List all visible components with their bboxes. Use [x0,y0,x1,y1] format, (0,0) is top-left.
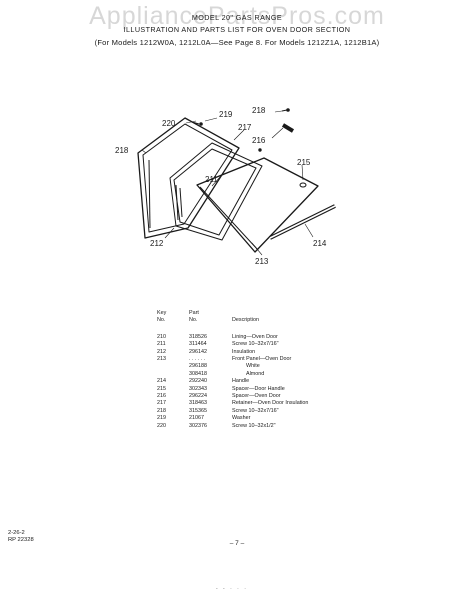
callout-labels: 220 219 218 217 218 216 211 215 212 214 … [115,106,327,266]
description-cell: White [246,363,260,370]
rp-code: RP 22328 [8,537,34,544]
description-cell: Retainer—Oven Door Insulation [232,400,309,407]
bottom-marks: - - · · · [216,586,248,592]
part-cell: 296188 [189,363,207,370]
spacer-part [281,123,295,133]
key-cell: 214 [157,378,166,385]
part-cell: 302343 [189,385,207,392]
description-cell: Insulation [232,348,256,355]
key-cell: 215 [157,385,166,392]
key-cell: 220 [157,422,166,429]
key-cell [157,371,189,378]
description-cell: Spacer—Door Handle [232,385,285,392]
part-cell: 318526 [189,333,207,340]
part-cell: 292240 [189,378,207,385]
callout-218-top: 218 [252,106,266,115]
screw-parts [191,108,290,152]
callout-219: 219 [219,110,233,119]
table-row: 214 292240 Handle [157,378,308,385]
description-cell: Screw 10–32x7/16" [232,341,279,348]
description-cell: Lining—Oven Door [232,333,278,340]
col-key-header: Key [157,310,167,316]
exploded-view-diagram: 220 219 218 217 218 216 211 215 212 214 … [115,106,336,266]
table-header-row-2: No. No. Description [157,317,308,324]
section-title: ILLUSTRATION AND PARTS LIST FOR OVEN DOO… [123,25,351,34]
callout-217: 217 [238,123,252,132]
part-cell: 311464 [189,341,207,348]
insulation-retainer-part [169,142,263,241]
parts-table: Key Part No. No. Description 210 318526 Li… [157,310,308,430]
date-code: 2-26-2 [8,530,25,536]
key-cell: 210 [157,333,166,340]
key-cell [157,363,189,370]
callout-213: 213 [255,257,269,266]
col-desc-header: Description [232,317,259,324]
table-row: 211 311464 Screw 10–32x7/16" [157,341,308,348]
description-cell: Washer [232,415,251,422]
leader-lines [141,110,314,256]
table-row: 213 . . . . . . Front Panel—Oven Door [157,356,308,363]
key-cell: 218 [157,407,166,414]
part-cell: 302376 [189,422,207,429]
callout-218: 218 [115,146,129,155]
table-row: 217 318463 Retainer—Oven Door Insulation [157,400,308,407]
callout-214: 214 [313,239,327,248]
key-cell: 219 [157,415,166,422]
table-row: 218 315365 Screw 10–32x7/16" [157,408,308,415]
handle-spacer-part [299,182,307,188]
col-part-header-2: No. [189,317,198,324]
document-codes: 2-26-2 RP 22328 [8,530,34,545]
watermark: AppliancePartsPros.com [89,2,385,30]
table-row: 215 302343 Spacer—Door Handle [157,386,308,393]
part-cell: 296224 [189,393,207,400]
col-key-header-2: No. [157,317,166,324]
page-number: – 7 – [229,540,245,547]
callout-220: 220 [162,119,176,128]
callout-211: 211 [205,175,218,184]
table-row: 219 21067 Washer [157,415,308,422]
part-cell: 296142 [189,348,207,355]
door-lining-part [137,117,240,239]
table-header-row-1: Key Part [157,310,308,317]
description-cell: Spacer—Oven Door [232,393,281,400]
part-cell: . . . . . . [189,356,206,363]
callout-212: 212 [150,239,164,248]
description-cell: Screw 10–32x1/2" [232,422,276,429]
description-cell: Almond [246,370,265,377]
key-cell: 213 [157,356,166,363]
table-row: 308418 Almond [157,371,308,378]
key-cell: 211 [157,341,166,348]
part-cell: 315365 [189,407,207,414]
callout-215: 215 [297,158,311,167]
table-row: 220 302376 Screw 10–32x1/2" [157,423,308,430]
part-cell: 308418 [189,370,207,377]
description-cell: Front Panel—Oven Door [232,356,292,363]
callout-216: 216 [252,136,266,145]
model-note: (For Models 1212W0A, 1212L0A—See Page 8.… [94,38,380,47]
description-cell: Screw 10–32x7/16" [232,407,279,414]
description-cell: Handle [232,378,250,385]
table-row: 296188 White [157,363,308,370]
part-cell: 21067 [189,415,204,422]
door-handle-part [269,204,336,240]
table-row: 210 318526 Lining—Oven Door [157,334,308,341]
key-cell: 212 [157,348,166,355]
col-part-header: Part [189,310,199,316]
table-row: 216 296224 Spacer—Oven Door [157,393,308,400]
front-panel-part [196,157,319,253]
part-cell: 318463 [189,400,207,407]
key-cell: 217 [157,400,166,407]
model-title: MODEL 20" GAS RANGE [191,13,283,22]
table-row: 212 296142 Insulation [157,349,308,356]
key-cell: 216 [157,393,166,400]
